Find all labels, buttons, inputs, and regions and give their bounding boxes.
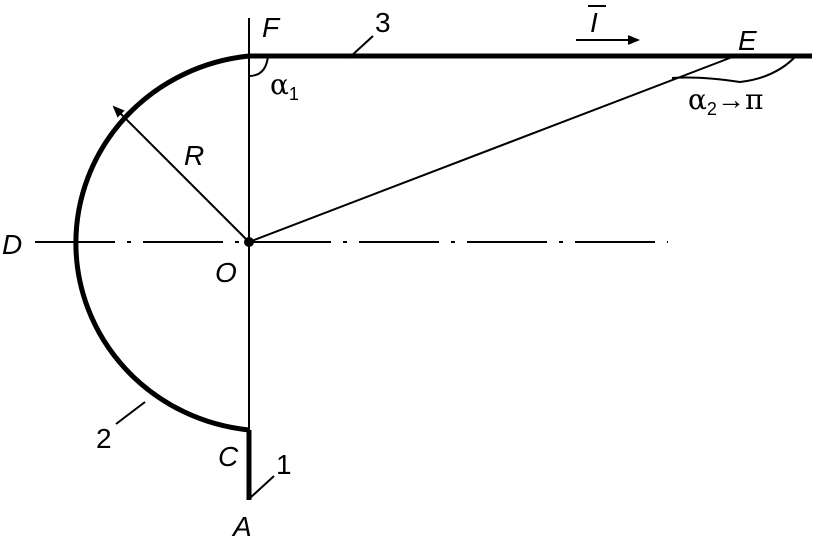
alpha1-angle-arc [248, 55, 269, 77]
label-e: E [738, 25, 757, 56]
alpha2-limit: π [745, 83, 763, 116]
label-current: I [590, 7, 598, 38]
label-segment-1: 1 [276, 449, 292, 480]
label-alpha1: α1 [270, 68, 299, 104]
leader-line-2 [115, 401, 146, 425]
alpha1-symbol: α [270, 68, 289, 101]
origin-point [244, 237, 254, 247]
alpha2-arrow: → [717, 84, 745, 115]
label-c: C [218, 441, 239, 472]
label-f: F [262, 12, 281, 43]
label-a: A [231, 511, 252, 542]
label-alpha2: α2→π [688, 83, 763, 119]
alpha1-subscript: 1 [289, 84, 299, 104]
label-o: O [215, 257, 237, 288]
label-r: R [184, 140, 204, 171]
line-o-to-e [248, 55, 736, 243]
leader-line-3 [348, 35, 374, 59]
label-segment-3: 3 [375, 7, 391, 38]
alpha2-angle-arc [671, 55, 797, 84]
label-segment-2: 2 [96, 423, 112, 454]
wire-segment-2-semicircle [73, 53, 250, 433]
radius-arrow [112, 105, 250, 243]
alpha2-symbol: α [688, 83, 707, 116]
label-d: D [2, 229, 22, 260]
alpha2-subscript: 2 [707, 99, 717, 119]
leader-line-1 [249, 475, 275, 499]
